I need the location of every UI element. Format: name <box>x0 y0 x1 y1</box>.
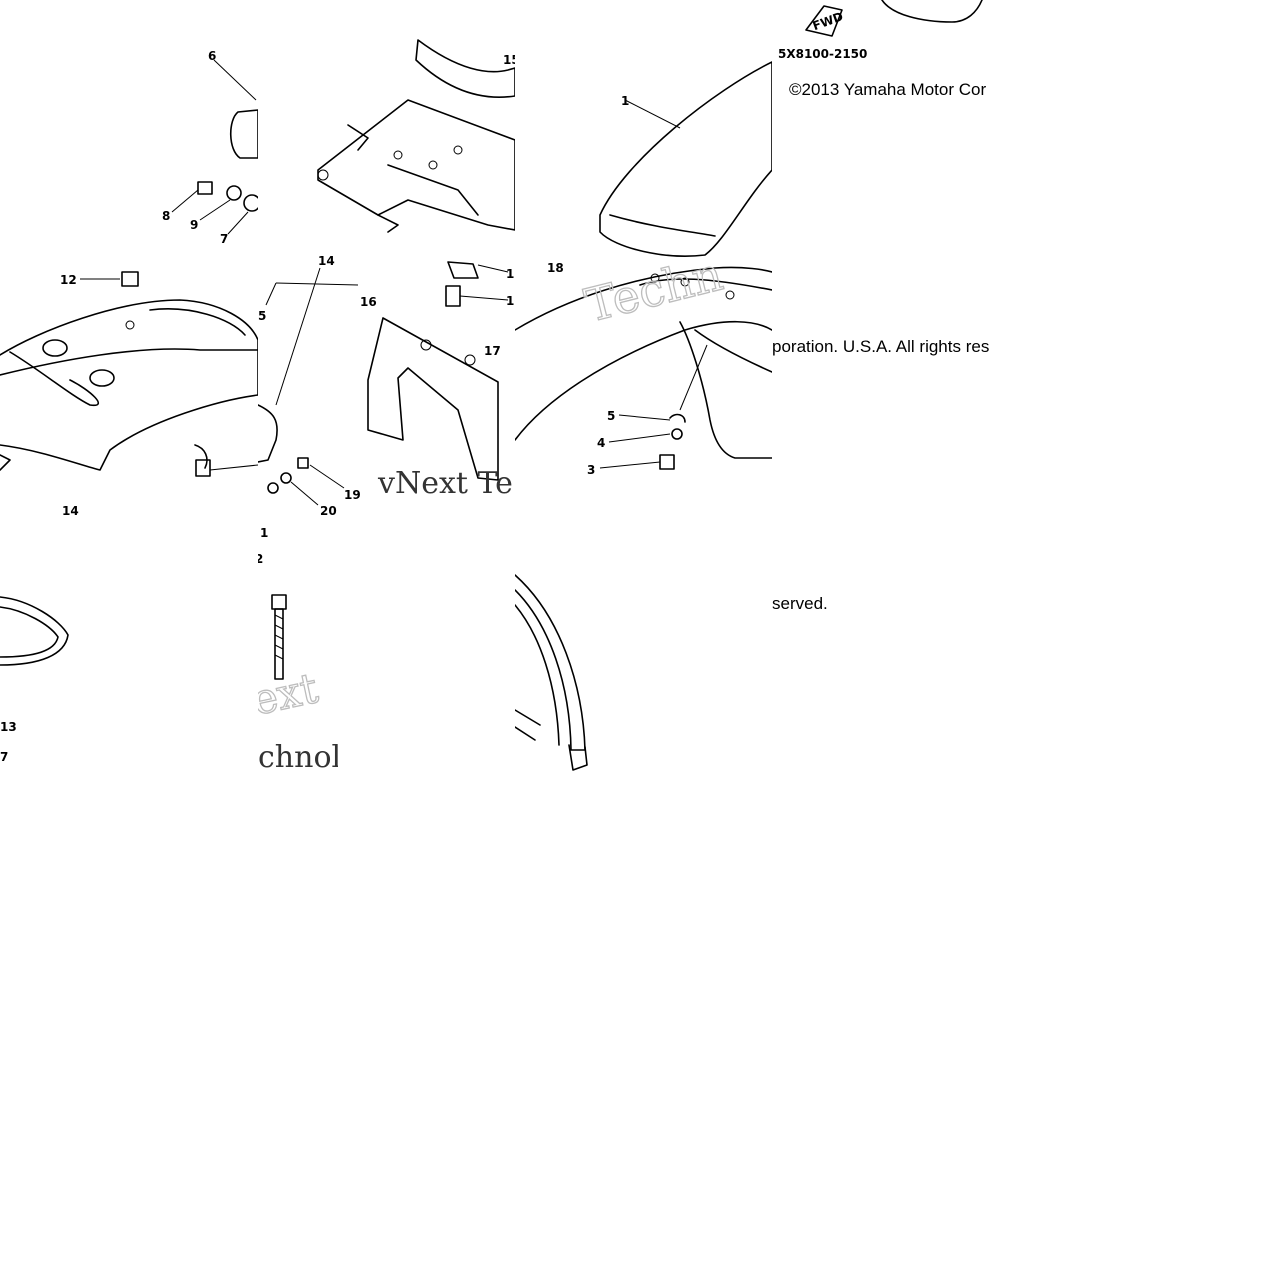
callout-19: 19 <box>344 488 361 502</box>
callout-7: 7 <box>220 232 228 246</box>
copyright-line-3: served. <box>772 594 828 613</box>
callout-8: 8 <box>162 209 170 223</box>
callout-13: 13 <box>0 720 17 734</box>
callout-2-mid: 2 <box>258 552 263 566</box>
callout-17: 17 <box>484 344 501 358</box>
callout-12: 12 <box>60 273 77 287</box>
callout-3: 3 <box>587 463 595 477</box>
callout-11: 11 <box>506 267 515 281</box>
callout-4: 4 <box>597 436 605 450</box>
callout-1-mid: 1 <box>260 526 268 540</box>
fender-edge-diagram-tile <box>515 515 595 772</box>
bolt-diagram-tile: 1 2 ext chnol <box>258 515 338 772</box>
callout-16: 16 <box>360 295 377 309</box>
front-fender-diagram-tile: 1 18 5 4 3 Techn <box>515 0 772 515</box>
diagram-code: 5X8100-2150 <box>778 47 867 61</box>
callout-14-mid: 14 <box>318 254 335 268</box>
callout-7-bottom: 7 <box>0 750 8 764</box>
rear-fender-diagram-tile: 6 8 9 7 12 14 <box>0 0 258 515</box>
callout-14: 14 <box>62 504 79 515</box>
callout-18: 18 <box>547 261 564 275</box>
callout-15: 15 <box>503 53 515 67</box>
fender-bracket-diagram-tile: 15 14 5 16 11 10 17 19 20 vNext Te <box>258 0 515 515</box>
seat-diagram-tile: FWD 5X8100-2150 <box>772 0 1032 70</box>
tail-light-diagram-tile: 13 7 <box>0 515 258 772</box>
fwd-badge: FWD <box>811 9 845 33</box>
callout-9: 9 <box>190 218 198 232</box>
watermark-text: ext <box>258 663 322 725</box>
callout-5: 5 <box>607 409 615 423</box>
callout-6: 6 <box>208 49 216 63</box>
watermark-text: chnol <box>258 740 338 772</box>
callout-1: 1 <box>621 94 629 108</box>
callout-20: 20 <box>320 504 337 515</box>
callout-5-mid: 5 <box>258 309 266 323</box>
watermark-text: Techn <box>580 247 728 333</box>
copyright-line-2: poration. U.S.A. All rights res <box>772 337 990 356</box>
watermark-text: vNext Te <box>377 466 513 501</box>
copyright-line-1: ©2013 Yamaha Motor Cor <box>789 80 987 99</box>
callout-10: 10 <box>506 294 515 308</box>
